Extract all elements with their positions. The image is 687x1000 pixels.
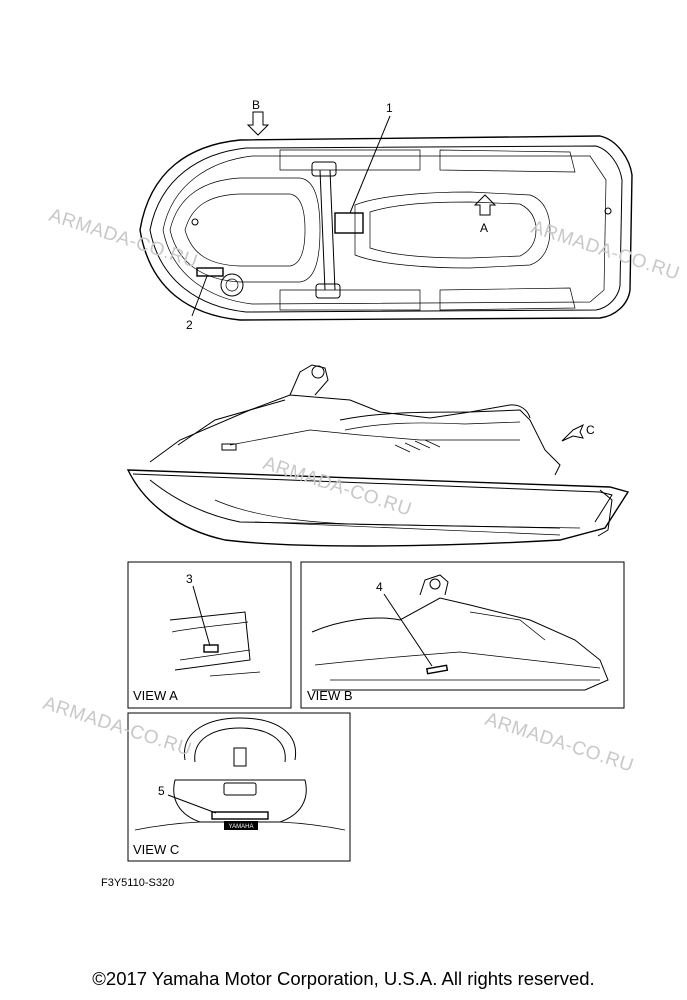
view-c-box: YAMAHA (127, 712, 351, 862)
copyright-text: ©2017 Yamaha Motor Corporation, U.S.A. A… (92, 968, 595, 989)
side-view-watercraft (126, 364, 630, 547)
watermark: ARMADA-CO.RU (260, 453, 414, 521)
callout-b: B (252, 98, 260, 112)
watermark: ARMADA-CO.RU (482, 709, 636, 777)
callout-2: 2 (186, 318, 193, 332)
arrow-c-icon (561, 423, 584, 442)
callout-5: 5 (158, 784, 165, 798)
top-view-watercraft (139, 111, 633, 321)
view-b-label: VIEW B (307, 688, 353, 703)
diagram-code: F3Y5110-S320 (101, 877, 174, 889)
callout-1: 1 (386, 101, 393, 115)
arrow-a-icon (473, 194, 497, 216)
view-a-label: VIEW A (133, 688, 178, 703)
view-c-label: VIEW C (133, 842, 179, 857)
callout-a: A (480, 221, 488, 235)
callout-c: C (586, 423, 595, 437)
view-a-box (127, 561, 292, 709)
callout-4: 4 (376, 580, 383, 594)
watermark: ARMADA-CO.RU (46, 205, 200, 273)
yamaha-label-text: YAMAHA (229, 824, 254, 830)
view-b-box (300, 561, 625, 709)
callout-3: 3 (186, 572, 193, 586)
arrow-b-icon (246, 111, 270, 136)
